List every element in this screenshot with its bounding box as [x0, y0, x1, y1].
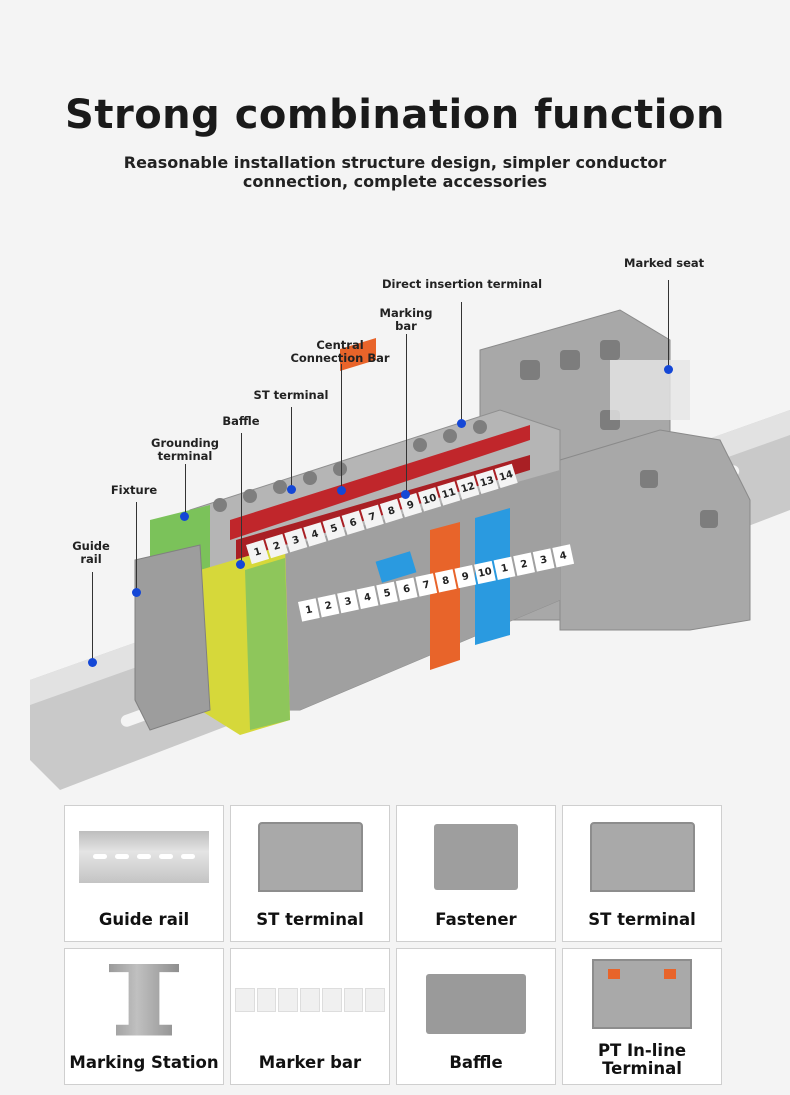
accessory-fastener: Fastener	[396, 805, 556, 942]
accessory-marker-bar: Marker bar	[230, 948, 390, 1085]
accessory-marking-station: Marking Station	[64, 948, 224, 1085]
marker-number: 1	[298, 598, 320, 622]
marked-seat-marker	[664, 365, 673, 374]
subtitle: Reasonable installation structure design…	[0, 153, 790, 191]
marker-number: 2	[513, 552, 535, 576]
marker-number: 6	[395, 577, 418, 601]
marking-station-image	[109, 963, 179, 1036]
accessory-st-terminal-2: ST terminal	[562, 805, 722, 942]
caption: ST terminal	[256, 910, 364, 929]
connection-bar-marker	[337, 486, 346, 495]
callout-guide-rail: Guide rail	[72, 539, 110, 566]
accessory-st-terminal: ST terminal	[230, 805, 390, 942]
st-terminal-image	[589, 821, 695, 892]
caption: ST terminal	[588, 910, 696, 929]
caption: PT In-line Terminal	[597, 1041, 687, 1078]
baffle-marker	[236, 560, 245, 569]
marker-number: 2	[317, 594, 340, 618]
caption: Baffle	[449, 1053, 503, 1072]
fixture-marker	[132, 588, 141, 597]
caption: Fastener	[435, 910, 517, 929]
pt-terminal-image	[592, 958, 692, 1029]
marker-number: 3	[337, 589, 359, 614]
callout-st-terminal: ST terminal	[253, 388, 329, 402]
page-title: Strong combination function	[65, 92, 725, 138]
accessories-grid: Guide rail ST terminal Fastener ST termi…	[64, 805, 722, 1085]
marker-number: 5	[376, 581, 399, 605]
accessory-pt-inline-terminal: PT In-line Terminal	[562, 948, 722, 1085]
st-terminal-marker	[287, 485, 296, 494]
callout-baffle: Baffle	[222, 414, 260, 428]
callout-marking-bar: Marking bar	[379, 306, 433, 333]
marker-number: 9	[454, 564, 477, 589]
st-terminal-image	[257, 821, 363, 892]
direct-insertion-marker	[457, 419, 466, 428]
subtitle-line-2: connection, complete accessories	[242, 172, 548, 191]
callout-fixture: Fixture	[110, 483, 158, 497]
marking-bar-marker	[401, 490, 410, 499]
marker-number: 3	[532, 548, 555, 572]
marker-number: 8	[434, 569, 457, 593]
accessory-guide-rail: Guide rail	[64, 805, 224, 942]
caption: Marker bar	[258, 1053, 362, 1072]
callout-direct-insertion-terminal: Direct insertion terminal	[382, 277, 543, 291]
marker-number: 10	[474, 560, 496, 585]
marker-number: 1	[493, 556, 516, 580]
subtitle-line-1: Reasonable installation structure design…	[123, 153, 667, 172]
marker-bar-image	[235, 987, 386, 1012]
fastener-image	[434, 823, 518, 890]
grounding-marker	[180, 512, 189, 521]
guide-rail-image	[79, 830, 209, 883]
caption: Guide rail	[98, 910, 190, 929]
baffle-image	[426, 973, 526, 1034]
accessory-baffle: Baffle	[396, 948, 556, 1085]
callout-marked-seat: Marked seat	[624, 256, 705, 270]
marker-number: 7	[415, 573, 438, 597]
callout-central-connection-bar: Central Connection Bar	[290, 338, 390, 365]
marker-number: 4	[552, 544, 575, 568]
caption: Marking Station	[69, 1053, 219, 1072]
guide-rail-marker	[88, 658, 97, 667]
marker-number: 4	[356, 585, 379, 610]
callout-grounding-terminal: Grounding terminal	[151, 436, 219, 463]
